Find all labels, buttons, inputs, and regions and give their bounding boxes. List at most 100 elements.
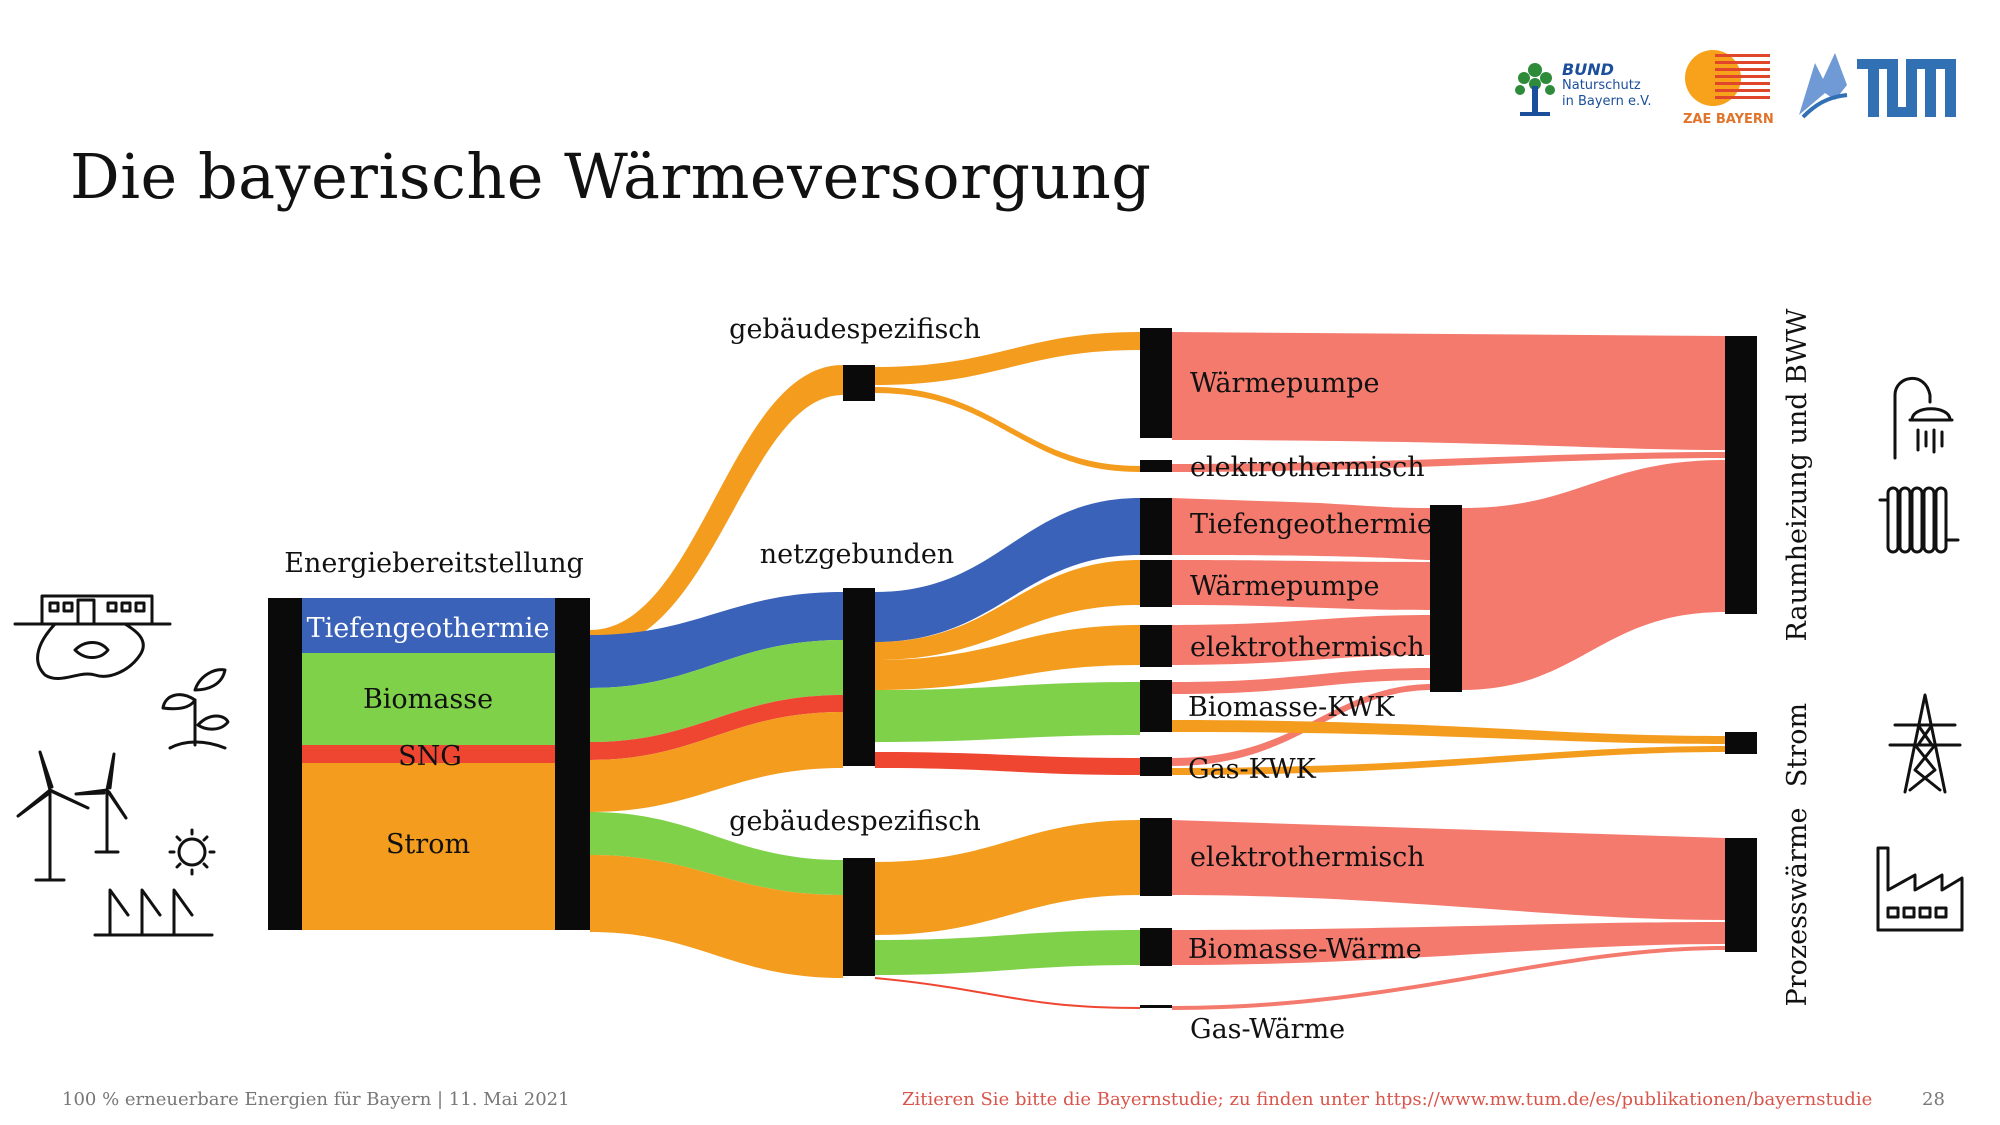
power-pylon-icon <box>1888 693 1962 794</box>
flows <box>590 332 1725 1010</box>
label-elektrothermisch-3: elektrothermisch <box>1190 842 1425 873</box>
flow-netz-tiefen <box>875 498 1140 642</box>
node-elektrothermisch-3 <box>1140 818 1172 896</box>
label-biomasse-waerme: Biomasse-Wärme <box>1188 934 1422 965</box>
flow-et1-raum <box>1172 452 1725 472</box>
label-raumheizung: Raumheizung und BWW <box>1782 308 1813 641</box>
label-biomasse-kwk: Biomasse-KWK <box>1188 692 1395 723</box>
node-raumheizung <box>1725 336 1757 614</box>
node-waermepumpe-2 <box>1140 560 1172 607</box>
label-geb-top: gebäudespezifisch <box>729 314 981 345</box>
label-gas-waerme: Gas-Wärme <box>1190 1014 1345 1045</box>
flow-wp1-raum <box>1172 332 1725 450</box>
node-fernwaerme <box>1430 505 1462 692</box>
label-src-biomasse: Biomasse <box>363 684 493 715</box>
flow-strom-geb-top <box>590 365 843 650</box>
node-source-left <box>268 598 302 930</box>
flow-strom-netz <box>590 712 843 812</box>
source-segment-biomasse <box>300 653 555 745</box>
node-gas-kwk <box>1140 757 1172 776</box>
label-waermepumpe-1: Wärmepumpe <box>1190 368 1380 399</box>
label-geb-bottom: gebäudespezifisch <box>729 806 981 837</box>
nodes <box>268 328 1757 1008</box>
node-netzgebunden <box>843 588 875 766</box>
node-elektrothermisch-1 <box>1140 460 1172 472</box>
sun-logo-icon <box>1685 50 1770 106</box>
node-waermepumpe-1 <box>1140 328 1172 438</box>
bund-line2: Naturschutz <box>1562 78 1641 93</box>
flow-bio-netz <box>590 640 843 742</box>
wind-turbine-icon <box>16 750 128 882</box>
flow-gebbot-gaswaerme <box>874 977 1141 1009</box>
zae-name: ZAE BAYERN <box>1683 112 1774 127</box>
right-icons <box>1876 376 1964 932</box>
flow-gaskwk-strom <box>1172 746 1725 775</box>
flow-biowaerme-prozess <box>1172 922 1725 965</box>
sun-icon <box>168 828 216 876</box>
flow-gebbot-biowaerme <box>875 930 1140 975</box>
flow-strom-gebbot <box>590 855 843 978</box>
flow-netz-gaskwk <box>875 752 1140 775</box>
labels: Energiebereitstellung Tiefengeothermie B… <box>284 308 1813 1045</box>
bund-name: BUND <box>1562 60 1614 79</box>
node-prozesswaerme <box>1725 838 1757 952</box>
flow-netz-elektro2 <box>875 625 1140 690</box>
flow-gebtop-elektro <box>875 387 1140 472</box>
flow-tiefen-fw <box>1172 498 1430 560</box>
flow-sng-netz <box>590 695 843 760</box>
radiator-icon <box>1878 486 1960 554</box>
zae-logo: ZAE BAYERN <box>1675 48 1775 133</box>
flow-biokwk-fw <box>1172 668 1430 694</box>
tum-logo <box>1795 45 1965 125</box>
label-src-tiefengeothermie: Tiefengeothermie <box>307 613 550 644</box>
source-segment-strom <box>300 763 555 930</box>
flow-wp2-fw <box>1172 560 1430 610</box>
flow-et3-prozess <box>1172 820 1725 920</box>
flow-biokwk-strom <box>1172 720 1725 744</box>
label-elektrothermisch-2: elektrothermisch <box>1190 632 1425 663</box>
label-netzgebunden: netzgebunden <box>760 539 954 570</box>
source-block <box>300 598 555 930</box>
flow-et2-fw <box>1172 615 1430 665</box>
label-tiefengeothermie: Tiefengeothermie <box>1190 509 1433 540</box>
shower-icon <box>1893 376 1954 460</box>
node-biomasse-waerme <box>1140 928 1172 966</box>
node-elektrothermisch-2 <box>1140 625 1172 667</box>
flow-tiefen-netz <box>590 592 843 688</box>
label-elektrothermisch-1: elektrothermisch <box>1190 452 1425 483</box>
label-prozesswaerme: Prozesswärme <box>1782 808 1813 1007</box>
tree-icon <box>1515 63 1555 116</box>
source-segment-sng <box>300 745 555 763</box>
node-source-right <box>555 598 590 930</box>
bund-logo: BUND Naturschutz in Bayern e.V. <box>1510 58 1660 128</box>
label-waermepumpe-2: Wärmepumpe <box>1190 571 1380 602</box>
tum-emblem-icon <box>1799 53 1956 119</box>
geothermal-plant-icon <box>13 594 172 681</box>
footer-citation[interactable]: Zitieren Sie bitte die Bayernstudie; zu … <box>902 1089 1873 1110</box>
left-icons <box>13 594 230 937</box>
plant-sprout-icon <box>161 668 230 750</box>
label-src-strom: Strom <box>386 829 470 860</box>
label-strom-out: Strom <box>1782 703 1813 787</box>
label-gas-kwk: Gas-KWK <box>1188 754 1317 785</box>
flow-gebbot-elektro3 <box>875 820 1140 935</box>
label-src-sng: SNG <box>398 741 462 772</box>
node-geb-bottom <box>843 858 875 976</box>
flow-gebtop-waermepumpe <box>875 332 1140 385</box>
node-gas-waerme <box>1140 1005 1172 1008</box>
flow-gaskwk-fw <box>1172 684 1430 766</box>
solar-panels-icon <box>93 888 214 937</box>
page-number: 28 <box>1922 1089 1945 1110</box>
source-segment-tiefengeothermie <box>300 598 555 653</box>
node-biomasse-kwk <box>1140 680 1172 732</box>
factory-icon <box>1876 846 1964 932</box>
footer-left-text: 100 % erneuerbare Energien für Bayern | … <box>62 1089 570 1110</box>
node-tiefengeothermie <box>1140 498 1172 555</box>
bund-line3: in Bayern e.V. <box>1562 94 1652 109</box>
flow-bio-gebbot <box>590 812 843 895</box>
flow-netz-waermepumpe2 <box>875 560 1140 660</box>
flow-fw-raum <box>1462 460 1725 690</box>
partner-logos: BUND Naturschutz in Bayern e.V. ZAE BAYE… <box>1510 40 1970 130</box>
label-energiebereitstellung: Energiebereitstellung <box>284 548 584 579</box>
